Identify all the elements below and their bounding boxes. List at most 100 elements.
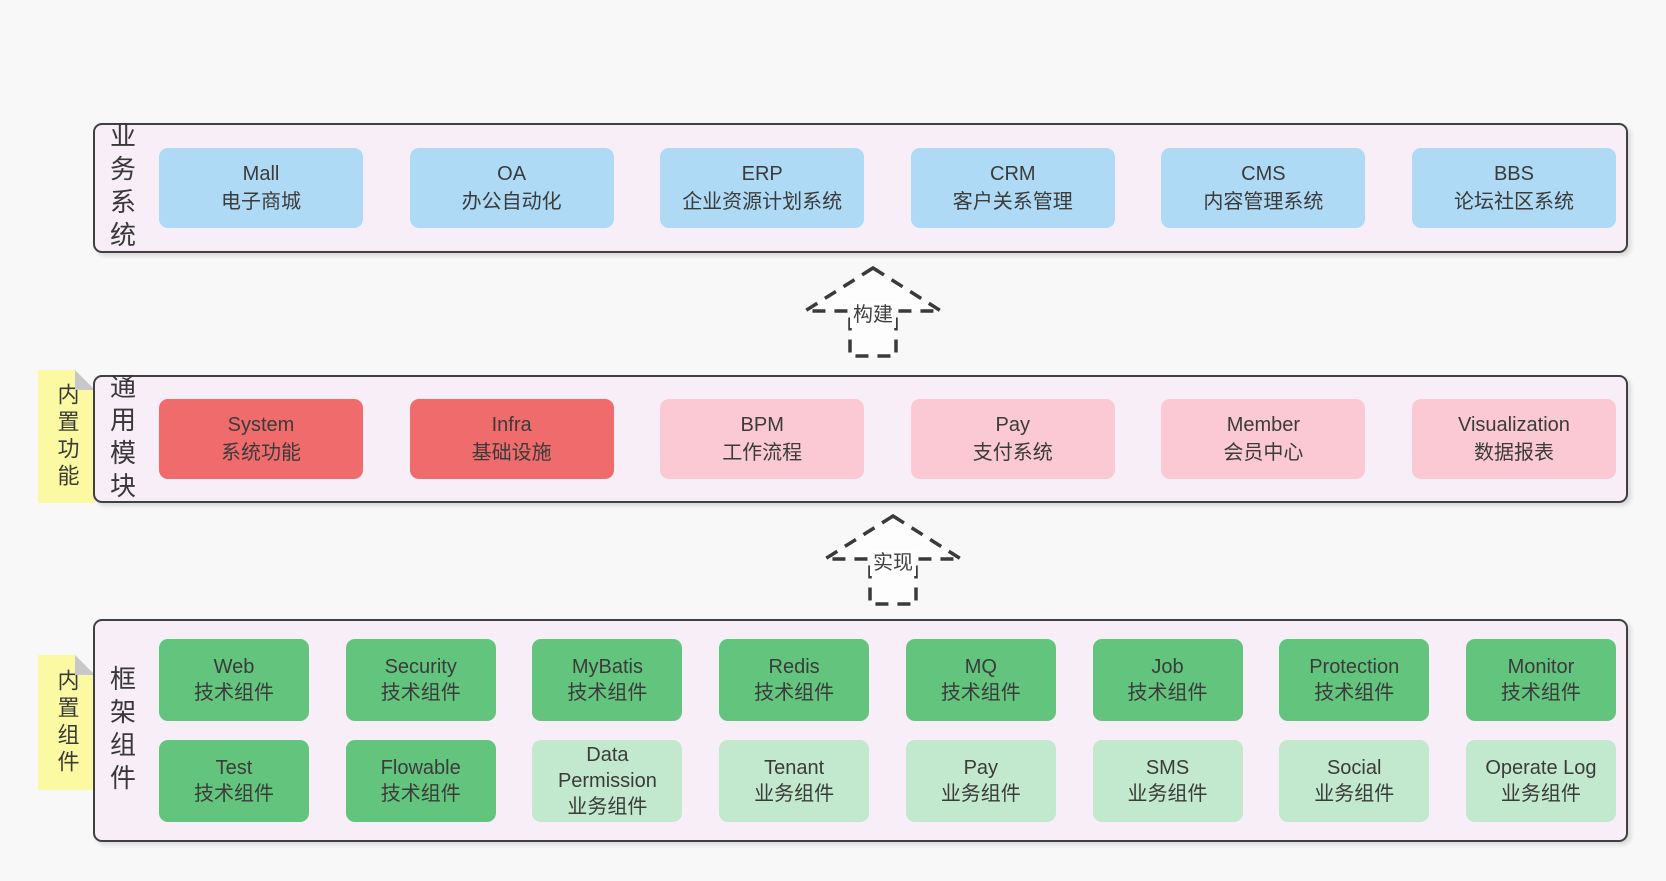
- box-desc: 技术组件: [940, 682, 1021, 705]
- box-name: CRM: [990, 163, 1036, 185]
- box-desc: 业务组件: [1127, 782, 1208, 805]
- box-name: Monitor: [1507, 656, 1575, 679]
- box-name: Tenant: [764, 756, 825, 779]
- box-desc: 技术组件: [380, 782, 461, 805]
- box-pay-component: Pay 业务组件: [905, 739, 1056, 822]
- box-mybatis: MyBatis 技术组件: [532, 639, 683, 722]
- box-desc: 技术组件: [1127, 682, 1208, 705]
- box-desc: 企业资源计划系统: [682, 191, 843, 213]
- box-tenant: Tenant 业务组件: [719, 739, 870, 822]
- box-desc: 技术组件: [567, 682, 648, 705]
- box-name: Security: [384, 656, 457, 679]
- box-protection: Protection 技术组件: [1279, 639, 1430, 722]
- box-name: Social: [1326, 756, 1382, 779]
- box-operate-log: Operate Log 业务组件: [1465, 739, 1616, 822]
- box-name: Visualization: [1458, 414, 1570, 436]
- box-desc: 客户关系管理: [952, 191, 1073, 213]
- sticky-note-label: 内置功能: [54, 382, 80, 491]
- box-desc: 技术组件: [1500, 682, 1581, 705]
- box-name: Operate Log: [1485, 756, 1597, 779]
- box-name: MyBatis: [571, 656, 643, 679]
- box-redis: Redis 技术组件: [719, 639, 870, 722]
- box-name: Web: [213, 656, 255, 679]
- box-flowable: Flowable 技术组件: [345, 739, 496, 822]
- box-desc: 技术组件: [1314, 682, 1395, 705]
- box-bbs: BBS 论坛社区系统: [1411, 148, 1616, 228]
- band-business-systems-label: 业务系统: [106, 122, 137, 254]
- box-mq: MQ 技术组件: [905, 639, 1056, 722]
- box-crm: CRM 客户关系管理: [910, 148, 1115, 228]
- box-job: Job 技术组件: [1092, 639, 1243, 722]
- box-name: Pay: [963, 756, 999, 779]
- box-desc: 基础设施: [471, 442, 552, 464]
- band-framework-components-label-col: 框架组件: [95, 621, 149, 840]
- box-erp: ERP 企业资源计划系统: [660, 148, 865, 228]
- box-infra: Infra 基础设施: [409, 399, 614, 479]
- box-name: BBS: [1493, 163, 1534, 185]
- sticky-note-built-in-components: 内置组件: [38, 655, 95, 790]
- box-desc: 业务组件: [1500, 782, 1581, 805]
- box-name: Protection: [1309, 656, 1400, 679]
- box-desc: 技术组件: [754, 682, 835, 705]
- box-social: Social 业务组件: [1279, 739, 1430, 822]
- box-name: Mall: [242, 163, 280, 185]
- band-common-modules: 通用模块 System 系统功能 Infra 基础设施 BPM 工作流程 Pay…: [93, 373, 1628, 505]
- band-common-modules-label: 通用模块: [106, 373, 137, 505]
- box-system: System 系统功能: [159, 399, 363, 479]
- box-desc: 支付系统: [972, 442, 1053, 464]
- box-desc: 工作流程: [722, 442, 803, 464]
- box-name: Infra: [491, 414, 532, 436]
- box-name: Test: [215, 756, 253, 779]
- framework-components-row-1: Web 技术组件 Security 技术组件 MyBatis 技术组件 Redi…: [159, 639, 1616, 722]
- box-security: Security 技术组件: [345, 639, 496, 722]
- band-business-systems: 业务系统 Mall 电子商城 OA 办公自动化 ERP 企业资源计划系统 CRM…: [93, 122, 1628, 254]
- box-bpm: BPM 工作流程: [660, 399, 865, 479]
- box-desc: 论坛社区系统: [1453, 191, 1574, 213]
- box-name: Pay: [995, 414, 1031, 436]
- implement-arrow-label: 实现: [870, 550, 916, 576]
- box-test: Test 技术组件: [159, 739, 309, 822]
- box-desc: 技术组件: [380, 682, 461, 705]
- box-desc: 业务组件: [940, 782, 1021, 805]
- box-data-permission: Data Permission 业务组件: [532, 739, 683, 822]
- box-name: SMS: [1145, 756, 1190, 779]
- box-visualization: Visualization 数据报表: [1411, 399, 1616, 479]
- common-modules-boxes: System 系统功能 Infra 基础设施 BPM 工作流程 Pay 支付系统…: [149, 377, 1626, 501]
- box-name: Job: [1151, 656, 1184, 679]
- box-desc: 会员中心: [1223, 442, 1304, 464]
- box-desc: 数据报表: [1473, 442, 1554, 464]
- band-business-systems-label-col: 业务系统: [95, 122, 149, 254]
- sticky-note-label: 内置组件: [54, 668, 80, 777]
- box-name: Redis: [768, 656, 820, 679]
- box-mall: Mall 电子商城: [159, 148, 363, 228]
- box-name: Flowable: [380, 756, 461, 779]
- framework-components-boxes: Web 技术组件 Security 技术组件 MyBatis 技术组件 Redi…: [149, 621, 1626, 840]
- box-desc: 业务组件: [1314, 782, 1395, 805]
- box-name: MQ: [964, 656, 997, 679]
- build-arrow: 构建: [795, 264, 951, 360]
- box-desc: 系统功能: [221, 442, 301, 464]
- box-name: System: [227, 414, 295, 436]
- box-member: Member 会员中心: [1161, 399, 1366, 479]
- box-desc: 技术组件: [194, 782, 274, 805]
- box-sms: SMS 业务组件: [1092, 739, 1243, 822]
- box-name: ERP: [741, 163, 783, 185]
- box-name: CMS: [1241, 163, 1286, 185]
- implement-arrow: 实现: [815, 512, 971, 608]
- build-arrow-label: 构建: [850, 302, 896, 328]
- box-desc: 技术组件: [194, 682, 274, 705]
- band-common-modules-label-col: 通用模块: [95, 373, 149, 505]
- box-web: Web 技术组件: [159, 639, 309, 722]
- sticky-note-built-in-features: 内置功能: [38, 370, 95, 503]
- box-desc: 业务组件: [567, 795, 648, 818]
- box-desc: 办公自动化: [461, 191, 562, 213]
- box-name: BPM: [740, 414, 784, 436]
- box-name: Data Permission: [557, 743, 657, 792]
- band-framework-components-label: 框架组件: [106, 664, 137, 797]
- box-oa: OA 办公自动化: [409, 148, 614, 228]
- framework-components-row-2: Test 技术组件 Flowable 技术组件 Data Permission …: [159, 739, 1616, 822]
- box-pay-module: Pay 支付系统: [910, 399, 1115, 479]
- box-cms: CMS 内容管理系统: [1161, 148, 1366, 228]
- box-desc: 业务组件: [754, 782, 835, 805]
